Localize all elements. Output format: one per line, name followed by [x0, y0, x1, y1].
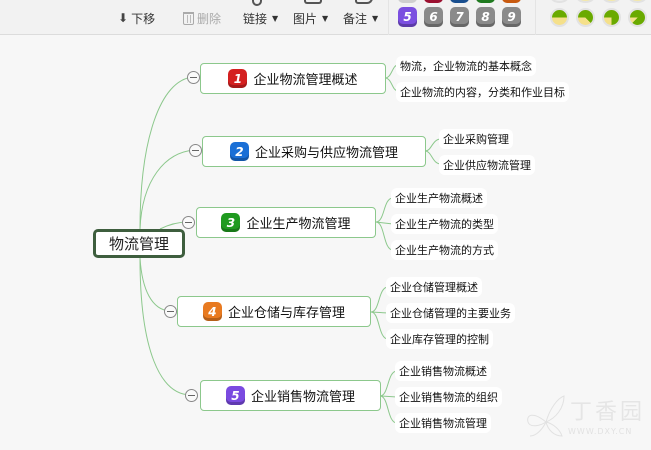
link-top-icon [252, 0, 262, 6]
collapse-toggle-branch-5[interactable] [185, 389, 198, 402]
priority-4-icon[interactable] [476, 0, 495, 3]
priority-7-icon[interactable]: 7 [450, 7, 469, 27]
arrow-down-icon: ⬇ [118, 11, 129, 25]
subtopic-label: 企业供应物流管理 [443, 159, 531, 172]
delete-button[interactable]: 删除 [183, 9, 221, 27]
root-topic[interactable]: 物流管理 [93, 229, 185, 258]
priority-1-icon[interactable] [398, 0, 417, 3]
subtopic-2-2[interactable]: 企业供应物流管理 [439, 155, 535, 175]
priority-6-icon[interactable]: 6 [424, 7, 443, 27]
link-dropdown[interactable]: 链接 ▼ [243, 11, 279, 26]
progress-25-icon[interactable] [602, 0, 621, 3]
subtopic-2-1[interactable]: 企业采购管理 [439, 129, 513, 149]
watermark-url: WWW.DXY.CN [568, 427, 633, 436]
priority-1-icon: 1 [228, 69, 248, 88]
watermark-text: 丁香园 [570, 400, 646, 425]
collapse-toggle-branch-4[interactable] [164, 305, 177, 318]
progress-12-icon[interactable] [576, 0, 595, 3]
subtopic-3-1[interactable]: 企业生产物流概述 [391, 188, 487, 208]
subtopic-label: 企业仓储管理的主要业务 [390, 307, 511, 320]
image-dropdown[interactable]: 图片 ▼ [293, 11, 329, 26]
caret-down-icon: ▼ [272, 13, 279, 23]
caret-down-icon: ▼ [322, 13, 329, 23]
subtopic-label: 企业物流的内容，分类和作业目标 [400, 86, 565, 99]
branch-topic-1[interactable]: 1 企业物流管理概述 [200, 63, 386, 94]
subtopic-label: 企业销售物流概述 [399, 365, 487, 378]
subtopic-5-1[interactable]: 企业销售物流概述 [395, 361, 491, 381]
branch-topic-label: 企业生产物流管理 [246, 217, 351, 232]
priority-4-icon: 4 [202, 302, 222, 321]
priority-5-icon: 5 [225, 386, 245, 405]
subtopic-label: 企业销售物流的组织 [399, 391, 498, 404]
progress-0-icon[interactable] [550, 0, 569, 3]
branch-topic-3[interactable]: 3 企业生产物流管理 [196, 207, 376, 238]
subtopic-label: 物流，企业物流的基本概念 [400, 60, 532, 73]
subtopic-5-3[interactable]: 企业销售物流管理 [395, 413, 491, 433]
note-dropdown[interactable]: 备注 ▼ [343, 11, 379, 26]
move-down-button[interactable]: ⬇ 下移 [118, 11, 156, 26]
butterfly-logo-icon [527, 395, 565, 437]
branch-topic-5[interactable]: 5 企业销售物流管理 [200, 380, 381, 411]
toolbar: ⬇ 下移 删除 链接 ▼ 图片 ▼ 备注 ▼ 5 6 7 8 9 [0, 0, 651, 35]
progress-75-icon[interactable] [602, 8, 621, 27]
branch-topic-4[interactable]: 4 企业仓储与库存管理 [177, 296, 371, 327]
priority-3-icon: 3 [221, 213, 241, 232]
watermark: 丁香园 WWW.DXY.CN [524, 392, 649, 442]
subtopic-label: 企业采购管理 [443, 133, 509, 146]
priority-2-icon: 2 [229, 142, 249, 161]
subtopic-3-3[interactable]: 企业生产物流的方式 [391, 240, 498, 260]
priority-4b-icon[interactable] [502, 0, 521, 3]
note-top-icon [355, 0, 373, 4]
priority-9-icon[interactable]: 9 [502, 7, 521, 27]
caret-down-icon: ▼ [372, 13, 379, 23]
subtopic-3-2[interactable]: 企业生产物流的类型 [391, 214, 498, 234]
progress-62-icon[interactable] [576, 8, 595, 27]
toolbar-divider [535, 0, 536, 35]
subtopic-1-2[interactable]: 企业物流的内容，分类和作业目标 [396, 82, 569, 102]
collapse-toggle-branch-1[interactable] [187, 71, 200, 84]
subtopic-label: 企业生产物流的类型 [395, 218, 494, 231]
progress-37-icon[interactable] [628, 0, 647, 3]
subtopic-4-2[interactable]: 企业仓储管理的主要业务 [386, 303, 515, 323]
branch-topic-label: 企业采购与供应物流管理 [254, 146, 398, 161]
trash-icon [183, 11, 194, 25]
branch-topic-label: 企业仓储与库存管理 [227, 306, 345, 321]
subtopic-4-3[interactable]: 企业库存管理的控制 [386, 329, 493, 349]
subtopic-label: 企业生产物流概述 [395, 192, 483, 205]
image-top-icon [304, 0, 322, 4]
root-topic-label: 物流管理 [108, 235, 169, 253]
priority-5-icon[interactable]: 5 [398, 7, 417, 27]
collapse-toggle-branch-3[interactable] [182, 216, 195, 229]
toolbar-divider [388, 0, 389, 35]
subtopic-label: 企业销售物流管理 [399, 417, 487, 430]
subtopic-label: 企业库存管理的控制 [390, 333, 489, 346]
priority-3-icon[interactable] [450, 0, 469, 3]
subtopic-label: 企业生产物流的方式 [395, 244, 494, 257]
branch-topic-label: 企业物流管理概述 [253, 73, 358, 88]
subtopic-1-1[interactable]: 物流，企业物流的基本概念 [396, 56, 536, 76]
branch-topic-label: 企业销售物流管理 [250, 390, 355, 405]
branch-topic-2[interactable]: 2 企业采购与供应物流管理 [202, 136, 426, 167]
progress-50-icon[interactable] [550, 8, 569, 27]
collapse-toggle-branch-2[interactable] [189, 144, 202, 157]
priority-8-icon[interactable]: 8 [476, 7, 495, 27]
progress-87-icon[interactable] [628, 8, 647, 27]
subtopic-5-2[interactable]: 企业销售物流的组织 [395, 387, 502, 407]
subtopic-4-1[interactable]: 企业仓储管理概述 [386, 277, 482, 297]
priority-2-icon[interactable] [424, 0, 443, 3]
subtopic-label: 企业仓储管理概述 [390, 281, 478, 294]
